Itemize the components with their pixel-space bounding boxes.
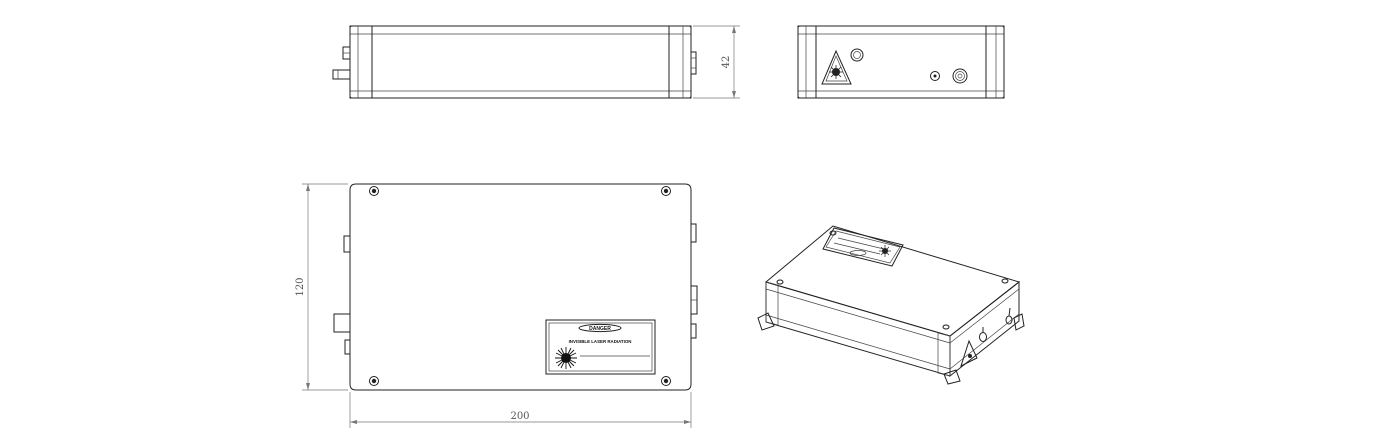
- label-title: DANGER: [589, 326, 611, 332]
- width-dimension: 120: [295, 183, 348, 391]
- connector: [690, 51, 697, 75]
- bnc-connector: [952, 68, 968, 84]
- fiber-port: [333, 313, 351, 333]
- led-indicator: [930, 71, 940, 81]
- warning-label: DANGER INVISIBLE LASER RADIATION: [545, 319, 656, 375]
- front-view: [797, 25, 1005, 99]
- connector: [342, 46, 351, 60]
- mounting-hole: [661, 186, 671, 196]
- mounting-hole: [661, 376, 671, 386]
- side-view: [332, 25, 697, 99]
- key-switch: [850, 48, 864, 62]
- length-dimension-text: 200: [510, 411, 529, 422]
- width-dimension-text: 120: [295, 277, 306, 296]
- height-dimension: 42: [693, 25, 740, 99]
- top-view: DANGER INVISIBLE LASER RADIATION: [333, 183, 698, 391]
- mounting-hole: [369, 376, 379, 386]
- fiber-port: [332, 69, 351, 80]
- laser-warning-triangle-icon: [821, 49, 852, 85]
- iso-connector: [979, 307, 1013, 342]
- connector: [343, 235, 351, 253]
- label-text: INVISIBLE LASER RADIATION: [569, 339, 632, 344]
- connector: [690, 223, 697, 243]
- iso-laser-warning-triangle-icon: [960, 339, 978, 367]
- isometric-view: [757, 225, 1025, 385]
- connector: [344, 339, 351, 355]
- height-dimension-text: 42: [721, 56, 732, 69]
- iso-warning-label: [822, 227, 904, 267]
- connector: [690, 323, 697, 339]
- mounting-hole: [369, 186, 379, 196]
- laser-starburst-icon: [555, 347, 577, 369]
- length-dimension: 200: [349, 392, 692, 428]
